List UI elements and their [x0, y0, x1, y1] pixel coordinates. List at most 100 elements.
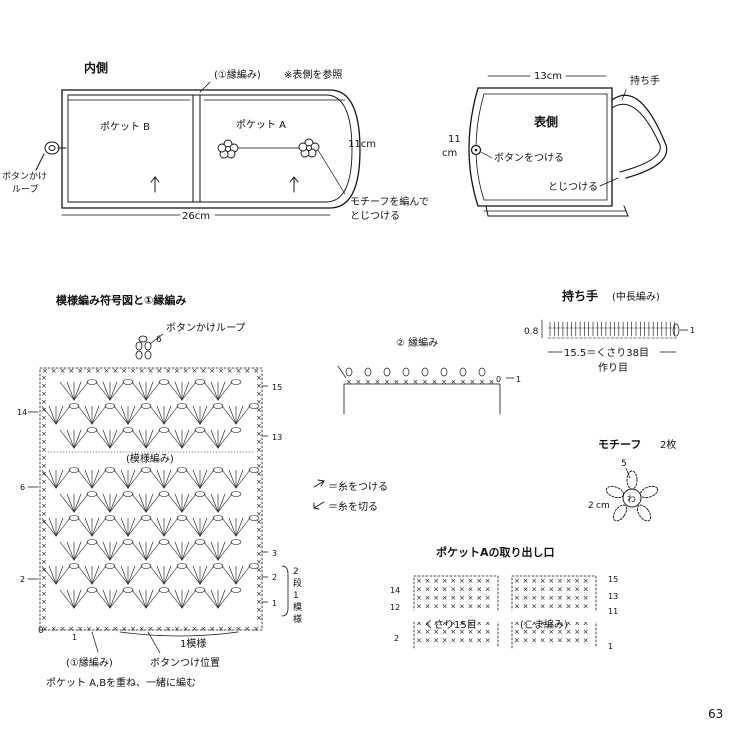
- svg-text:×: ×: [41, 574, 47, 582]
- handle-length: 15.5＝くさり38目: [564, 347, 649, 359]
- svg-text:×: ×: [384, 378, 390, 386]
- svg-text:×: ×: [531, 620, 537, 628]
- svg-text:×: ×: [41, 502, 47, 510]
- svg-text:×: ×: [574, 628, 580, 636]
- svg-text:×: ×: [540, 586, 546, 594]
- svg-text:×: ×: [489, 378, 495, 386]
- svg-text:×: ×: [104, 625, 110, 633]
- svg-text:×: ×: [450, 628, 456, 636]
- left-mark-14: 14: [17, 408, 27, 417]
- row-mark-3: 3: [272, 549, 277, 558]
- svg-text:×: ×: [460, 378, 466, 386]
- svg-text:×: ×: [485, 586, 491, 594]
- outer-height-1: 11: [448, 134, 461, 145]
- motif-chart: モチーフ 2枚 5 わ 2 cm: [588, 438, 676, 522]
- svg-text:×: ×: [425, 620, 431, 628]
- svg-text:×: ×: [256, 574, 262, 582]
- svg-text:×: ×: [112, 625, 118, 633]
- svg-text:×: ×: [583, 594, 589, 602]
- row-mark-1: 1: [272, 599, 277, 608]
- svg-text:×: ×: [425, 577, 431, 585]
- svg-text:×: ×: [192, 367, 198, 375]
- svg-text:×: ×: [470, 378, 476, 386]
- svg-text:×: ×: [548, 620, 554, 628]
- svg-text:×: ×: [468, 603, 474, 611]
- svg-text:×: ×: [557, 603, 563, 611]
- svg-text:×: ×: [523, 577, 529, 585]
- svg-text:×: ×: [433, 603, 439, 611]
- svg-text:×: ×: [442, 586, 448, 594]
- svg-text:×: ×: [256, 510, 262, 518]
- svg-text:×: ×: [557, 594, 563, 602]
- svg-text:×: ×: [41, 582, 47, 590]
- svg-text:×: ×: [403, 378, 409, 386]
- svg-text:×: ×: [209, 625, 215, 633]
- motif-petals: 5: [621, 459, 627, 469]
- svg-text:×: ×: [121, 625, 127, 633]
- svg-text:×: ×: [523, 603, 529, 611]
- svg-text:×: ×: [41, 430, 47, 438]
- svg-text:×: ×: [41, 494, 47, 502]
- pocket-row-15: 15: [608, 575, 618, 584]
- svg-text:×: ×: [256, 526, 262, 534]
- pattern-center-label: (模様編み): [126, 452, 174, 465]
- svg-text:×: ×: [422, 378, 428, 386]
- svg-text:×: ×: [68, 367, 74, 375]
- svg-text:×: ×: [183, 367, 189, 375]
- svg-text:×: ×: [468, 577, 474, 585]
- svg-text:×: ×: [432, 378, 438, 386]
- svg-text:×: ×: [476, 620, 482, 628]
- svg-text:×: ×: [41, 390, 47, 398]
- svg-text:×: ×: [583, 586, 589, 594]
- handle-label-top: 持ち手: [630, 74, 660, 87]
- svg-text:×: ×: [218, 625, 224, 633]
- left-mark-2: 2: [20, 575, 25, 584]
- bracket-mo: 模: [293, 602, 302, 613]
- svg-text:×: ×: [253, 625, 259, 633]
- handle-title: 持ち手: [562, 288, 598, 303]
- svg-text:×: ×: [41, 542, 47, 550]
- inner-title: 内側: [84, 60, 108, 75]
- svg-text:×: ×: [41, 438, 47, 446]
- svg-text:×: ×: [416, 620, 422, 628]
- pocket-opening-title: ポケットAの取り出し口: [436, 545, 555, 559]
- svg-text:×: ×: [130, 367, 136, 375]
- svg-text:×: ×: [256, 550, 262, 558]
- svg-text:×: ×: [192, 625, 198, 633]
- inner-edge-note: (①縁編み): [214, 68, 261, 81]
- inner-loop-label-1: ボタンかけ: [2, 171, 47, 182]
- handle-stitch: (中長編み): [612, 290, 660, 303]
- svg-text:×: ×: [574, 586, 580, 594]
- svg-text:×: ×: [557, 586, 563, 594]
- loop-chain-icon: [135, 335, 152, 360]
- pocket-row-14: 14: [390, 586, 400, 595]
- svg-text:×: ×: [256, 502, 262, 510]
- bracket-2: 2: [293, 567, 299, 577]
- svg-text:×: ×: [583, 603, 589, 611]
- svg-text:×: ×: [41, 382, 47, 390]
- svg-text:×: ×: [574, 637, 580, 645]
- svg-text:×: ×: [459, 637, 465, 645]
- svg-text:×: ×: [583, 577, 589, 585]
- svg-text:×: ×: [476, 603, 482, 611]
- svg-text:×: ×: [557, 620, 563, 628]
- chart-corner-0: 0: [38, 626, 44, 636]
- svg-text:×: ×: [256, 422, 262, 430]
- button-loop-icon: [35, 141, 67, 171]
- svg-text:×: ×: [433, 628, 439, 636]
- bracket-you: 様: [293, 613, 302, 625]
- svg-text:×: ×: [256, 446, 262, 454]
- svg-text:×: ×: [485, 637, 491, 645]
- svg-text:×: ×: [485, 620, 491, 628]
- svg-text:×: ×: [256, 518, 262, 526]
- svg-text:×: ×: [476, 586, 482, 594]
- svg-text:×: ×: [468, 586, 474, 594]
- svg-text:×: ×: [41, 406, 47, 414]
- svg-text:×: ×: [156, 625, 162, 633]
- svg-text:×: ×: [256, 438, 262, 446]
- svg-text:×: ×: [41, 486, 47, 494]
- svg-text:×: ×: [523, 586, 529, 594]
- svg-text:×: ×: [41, 614, 47, 622]
- svg-text:×: ×: [174, 625, 180, 633]
- svg-text:×: ×: [121, 367, 127, 375]
